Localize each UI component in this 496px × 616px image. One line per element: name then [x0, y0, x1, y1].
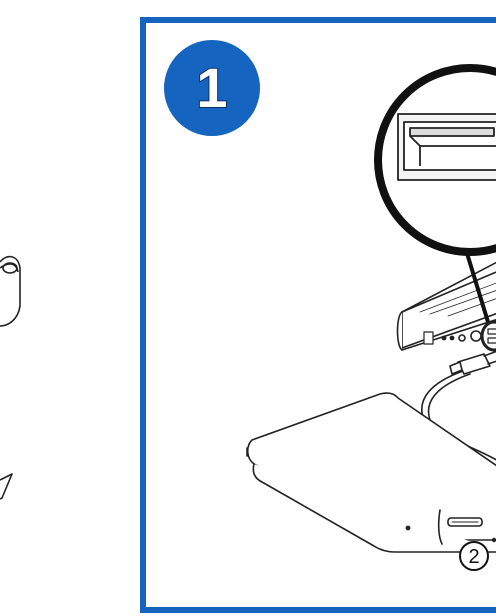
callout-number: 2	[468, 546, 479, 568]
card-icon	[0, 474, 12, 499]
step-number: 1	[196, 56, 227, 119]
peripheral-device-icon	[0, 257, 20, 326]
